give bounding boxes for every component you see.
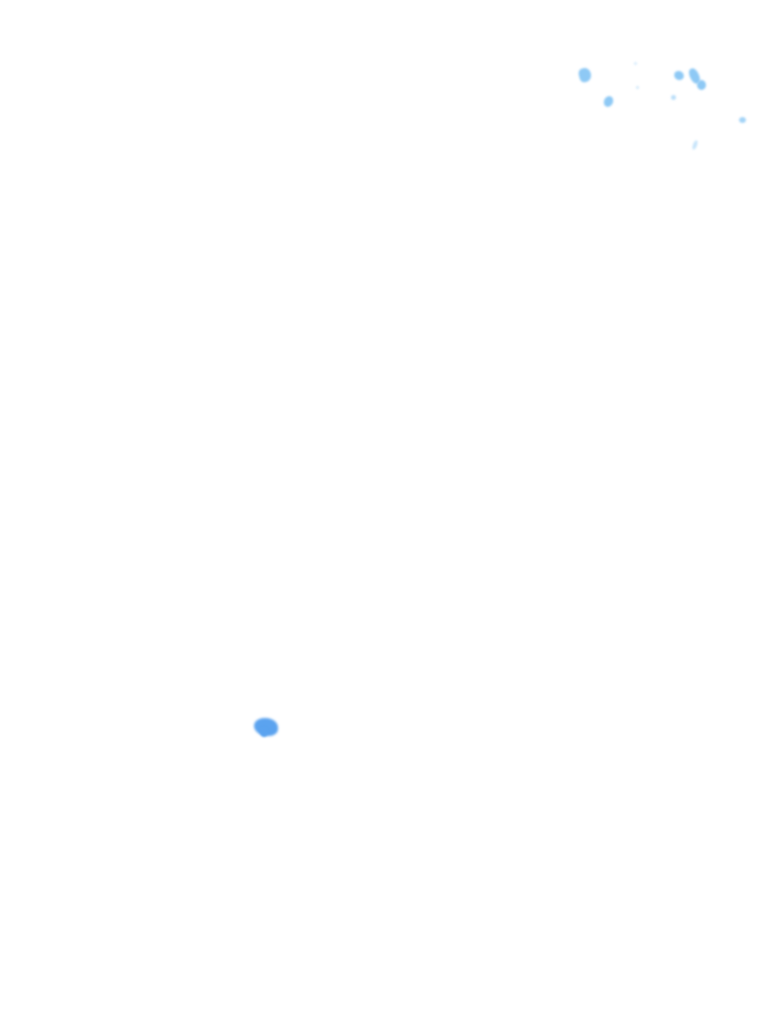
paint-blot (260, 727, 268, 737)
paint-speck (691, 139, 699, 151)
paint-speck (671, 95, 676, 100)
paint-speck (636, 86, 639, 89)
paint-speck (577, 66, 593, 84)
paint-speck (739, 117, 746, 123)
paint-speck (672, 69, 686, 82)
paint-speck (602, 94, 615, 109)
paint-speck (697, 80, 706, 90)
paint-speck (634, 62, 637, 65)
